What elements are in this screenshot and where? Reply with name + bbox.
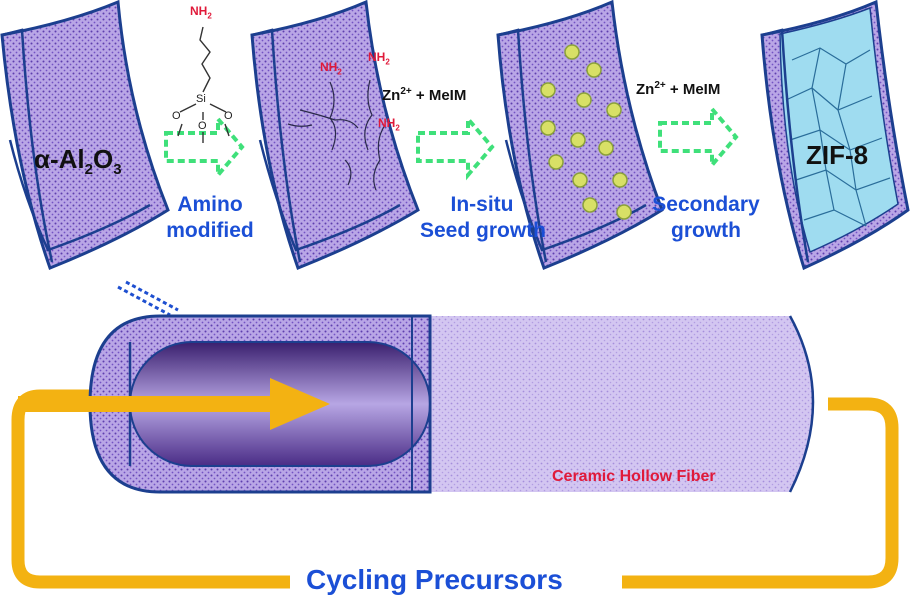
step-label-amino: Amino modified — [160, 192, 260, 244]
aminosilane-molecule — [177, 26, 230, 143]
substrate-label-sub-2: 2 — [84, 161, 93, 179]
step-1-line-1: Amino — [177, 193, 243, 216]
step-label-secondary: Secondary growth — [644, 192, 768, 244]
silane-o-label-1: O — [172, 110, 181, 122]
process-arrow-1 — [164, 113, 245, 181]
fiber-label: Ceramic Hollow Fiber — [552, 468, 716, 485]
surface-nh2-label-1: NH2 — [320, 60, 342, 77]
silane-o-label-3: O — [224, 110, 233, 122]
surface-nh2-label-3: NH2 — [378, 116, 400, 133]
reagent-label-1: Zn2+ + MeIM — [382, 86, 467, 104]
reagent-label-2: Zn2+ + MeIM — [636, 80, 721, 98]
zif8-seed-crystals — [540, 44, 632, 220]
silane-o-label-2: O — [198, 120, 207, 132]
step-label-seed: In-situ Seed growth — [420, 192, 547, 244]
step-1-line-2: modified — [166, 219, 254, 242]
product-label: ZIF-8 — [806, 140, 869, 170]
process-arrow-2 — [416, 113, 495, 181]
step-2-line-2: Seed growth — [420, 219, 547, 242]
silane-nh2-label: NH2 — [190, 4, 212, 21]
loop-label: Cycling Precursors — [306, 564, 563, 595]
step-2-line-1: In-situ — [450, 193, 514, 216]
step-3-line-2: growth — [671, 219, 741, 242]
amino-modified-panel — [250, 0, 420, 270]
process-arrow-3 — [658, 103, 739, 171]
substrate-label: α-Al2O3 — [34, 144, 122, 178]
substrate-label-sub-3: 3 — [113, 161, 122, 179]
flow-arrow — [18, 378, 330, 430]
silane-si-label: Si — [196, 93, 206, 105]
substrate-panel — [0, 0, 170, 270]
substrate-label-part-o: O — [93, 144, 114, 174]
step-3-line-1: Secondary — [652, 193, 760, 216]
zif8-membrane-panel — [760, 0, 910, 271]
surface-nh2-label-2: NH2 — [368, 50, 390, 67]
seed-growth-panel — [496, 0, 664, 270]
substrate-label-part-alpha: α-Al — [34, 144, 85, 174]
